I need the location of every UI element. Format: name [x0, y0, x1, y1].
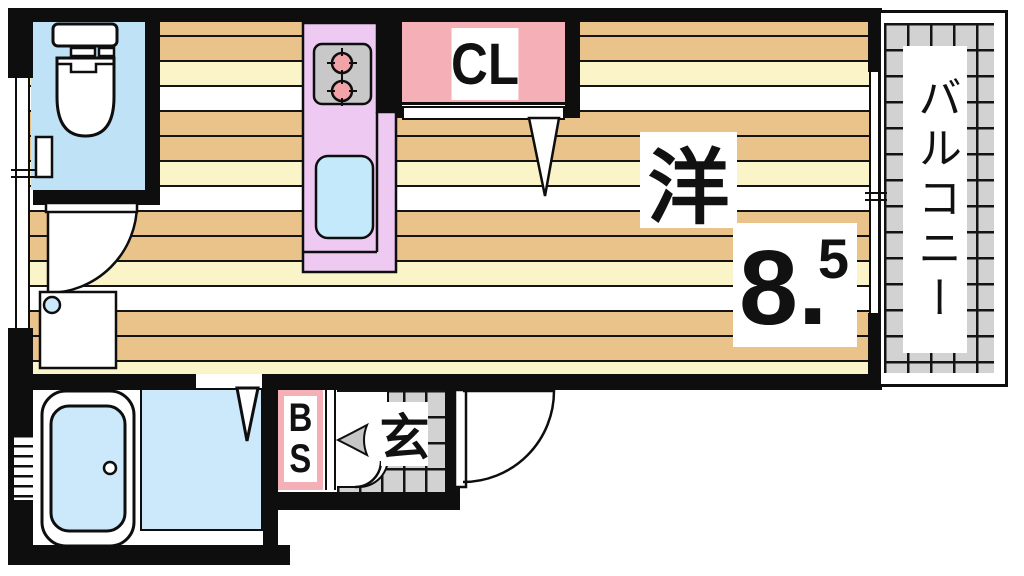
entrance-door-swing	[462, 389, 556, 484]
entrance-label: 玄	[380, 402, 430, 466]
storage-bs-letter-s: S	[289, 437, 312, 481]
wall-bath-right	[263, 385, 278, 565]
bathroom-wet-area	[140, 388, 263, 531]
storage-partition-track	[325, 390, 336, 490]
closet-label: CL	[451, 28, 519, 100]
wall-closet-left	[388, 8, 402, 118]
wall-top	[8, 8, 882, 22]
wall-toilet-right	[145, 8, 160, 205]
bath-door-opening	[196, 374, 262, 388]
main-room-size: 8. 5	[733, 223, 857, 347]
wall-toilet-bottom	[33, 190, 160, 205]
storage-bs-label: B S	[284, 396, 317, 482]
balcony: バルコニー	[878, 10, 1008, 387]
wall-closet-right	[565, 8, 580, 118]
main-room-label: 洋	[640, 132, 737, 234]
storage-bs-letter-b: B	[288, 396, 313, 440]
room-size-fraction: 5	[817, 227, 849, 290]
wall-bath-bottom	[8, 545, 290, 565]
window-bathroom	[14, 435, 33, 500]
closet-sliding-door	[402, 106, 565, 120]
balcony-label: バルコニー	[903, 46, 967, 353]
window-left	[15, 78, 30, 328]
wall-entrance-right	[445, 385, 460, 510]
wall-entrance-bottom	[270, 492, 460, 510]
room-size-whole: 8.	[739, 229, 828, 347]
wall-left-upper	[8, 8, 33, 78]
toilet-room-floor	[31, 22, 145, 190]
